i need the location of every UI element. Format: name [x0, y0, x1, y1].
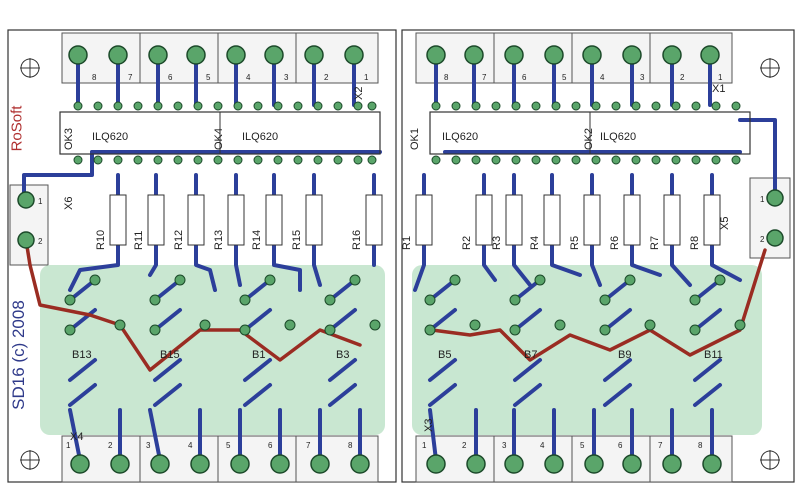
bridge-label: B9 — [618, 349, 631, 361]
mounting-holes — [20, 58, 780, 470]
bridge-label: B5 — [438, 349, 451, 361]
connector-ref: X5 — [719, 217, 731, 230]
resistor-label: R5 — [569, 236, 581, 250]
resistor-label: R4 — [529, 236, 541, 250]
bridge-label: B11 — [704, 349, 723, 361]
pin-label: 8 — [698, 441, 703, 450]
connector-ref: X3 — [423, 419, 435, 432]
pin-label: 6 — [522, 73, 527, 82]
ic-part-label-3: ILQ620 — [442, 131, 478, 143]
ic-pins — [73, 101, 741, 165]
ok2-label: OK2 — [583, 128, 595, 150]
ic-packages — [59, 111, 751, 155]
pin-label: 2 — [324, 73, 329, 82]
resistor-label: R7 — [649, 236, 661, 250]
connector-ref: X6 — [63, 197, 75, 210]
pin-label: 4 — [188, 441, 193, 450]
pin-label: 2 — [760, 235, 765, 244]
pin-label: 7 — [306, 441, 311, 450]
pin-label: 7 — [482, 73, 487, 82]
ok3-label: OK3 — [63, 128, 75, 150]
pin-label: 8 — [444, 73, 449, 82]
pin-label: 2 — [38, 237, 43, 246]
pin-label: 4 — [600, 73, 605, 82]
pin-label: 3 — [640, 73, 645, 82]
pin-label: 7 — [658, 441, 663, 450]
ok4-label: OK4 — [213, 128, 225, 150]
ic-part-label-2: ILQ620 — [242, 131, 278, 143]
pin-label: 1 — [422, 441, 427, 450]
pin-label: 4 — [246, 73, 251, 82]
pin-label: 5 — [226, 441, 231, 450]
traces-blue — [22, 53, 777, 462]
bridge-label: B7 — [524, 349, 537, 361]
pin-label: 1 — [66, 441, 71, 450]
pin-label: 1 — [38, 197, 43, 206]
pin-label: 6 — [168, 73, 173, 82]
connector-ref: X1 — [712, 83, 725, 95]
pin-label: 3 — [146, 441, 151, 450]
resistor-label: R16 — [351, 230, 363, 250]
bridge-label: B13 — [72, 349, 92, 361]
pin-label: 8 — [92, 73, 97, 82]
bridge-label: B3 — [336, 349, 349, 361]
pin-label: 5 — [562, 73, 567, 82]
bridge-label: B15 — [160, 349, 180, 361]
copyright-label: SD16 (c) 2008 — [8, 300, 28, 410]
bridge-zones — [40, 265, 762, 435]
resistor-label: R12 — [173, 230, 185, 250]
connector-ref: X2 — [353, 87, 365, 100]
pin-label: 2 — [462, 441, 467, 450]
pin-label: 8 — [348, 441, 353, 450]
resistor-label: R8 — [689, 236, 701, 250]
bridge-label: B1 — [252, 349, 265, 361]
top-connector-right — [415, 32, 733, 84]
resistor-label: R10 — [95, 230, 107, 250]
resistor-label: R3 — [491, 236, 503, 250]
pin-label: 3 — [284, 73, 289, 82]
connector-ref: X4 — [70, 431, 83, 443]
resistor-label: R11 — [133, 231, 145, 250]
ic-part-label-4: ILQ620 — [600, 131, 636, 143]
pin-label: 6 — [268, 441, 273, 450]
pin-label: 5 — [206, 73, 211, 82]
traces-red — [24, 238, 767, 372]
pin-label: 5 — [580, 441, 585, 450]
pin-label: 6 — [618, 441, 623, 450]
pin-label: 3 — [502, 441, 507, 450]
brand-label: RoSoft — [8, 105, 26, 152]
pin-label: 1 — [760, 195, 765, 204]
resistor-bodies — [109, 194, 721, 246]
resistor-label: R6 — [609, 236, 621, 250]
pin-label: 1 — [364, 73, 369, 82]
resistor-label: R15 — [291, 230, 303, 250]
resistor-label: R1 — [401, 236, 413, 250]
pin-label: 4 — [540, 441, 545, 450]
ic-part-label-1: ILQ620 — [92, 131, 128, 143]
pin-label: 7 — [128, 73, 133, 82]
terminal-pads — [17, 45, 784, 474]
bridge-pads — [64, 274, 746, 336]
pin-label: 2 — [680, 73, 685, 82]
resistor-label: R13 — [213, 230, 225, 250]
resistor-label: R2 — [461, 236, 473, 250]
pin-label: 1 — [718, 73, 723, 82]
resistor-label: R14 — [251, 230, 263, 250]
side-connector-right — [749, 177, 791, 259]
pin-label: 2 — [108, 441, 113, 450]
ok1-label: OK1 — [409, 128, 421, 150]
